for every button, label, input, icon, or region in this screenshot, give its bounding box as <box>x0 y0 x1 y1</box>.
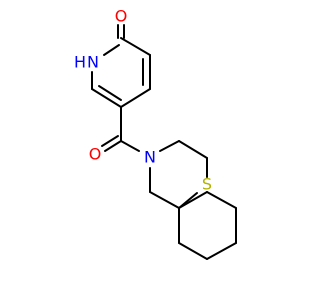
bond-spiro-ch2 <box>149 191 180 209</box>
bond-carbonyl-n <box>120 140 140 152</box>
bond-c-top-c <box>178 140 208 159</box>
bond-c3-c4 <box>120 88 151 108</box>
bond-c5-c6 <box>120 37 151 56</box>
bond-carbonyl-o-a <box>104 140 122 152</box>
bond-cy4b-spiro <box>178 191 208 209</box>
bond-c6-n1 <box>103 44 120 56</box>
bond-cy1-cy2 <box>178 242 208 260</box>
atom-labels: O H N O N S <box>74 7 212 194</box>
bond-c2-c3 <box>91 88 122 108</box>
bonds <box>91 24 237 260</box>
nitrogen-ring-label: N <box>144 148 156 167</box>
oxygen-top-label: O <box>115 7 128 26</box>
sulfur-ring-label: S <box>202 175 212 194</box>
oxygen-carbonyl-label: O <box>89 145 102 164</box>
bond-c2-c3-inner <box>98 85 122 101</box>
bond-cy4-spiro <box>206 191 237 209</box>
bond-carbonyl-o-b <box>101 135 119 147</box>
bond-n-c-top <box>159 140 180 152</box>
bond-cy2-cy3 <box>206 242 237 260</box>
background <box>0 0 300 300</box>
nh-hydrogen-label: H <box>74 53 86 72</box>
nitrogen-pyridone-label: N <box>87 53 99 72</box>
molecule-diagram: O H N O N S <box>0 0 300 300</box>
